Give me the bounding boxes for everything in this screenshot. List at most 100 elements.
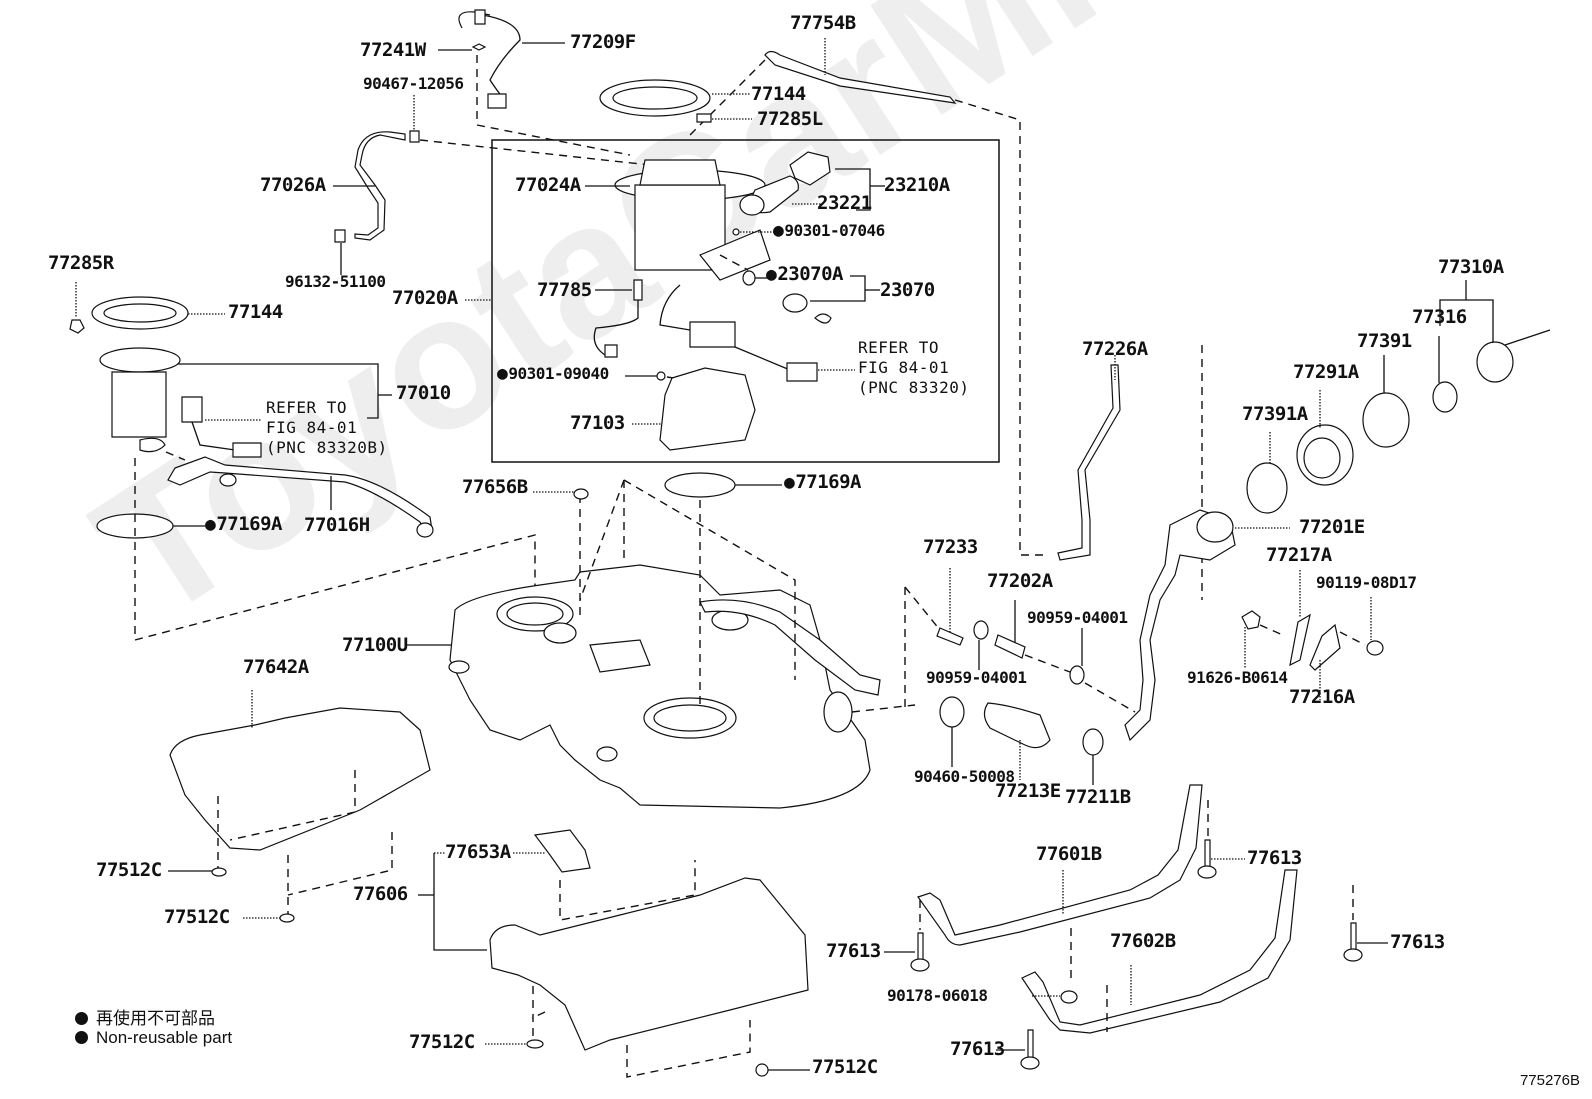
label-77226A[interactable]: 77226A xyxy=(1082,338,1148,360)
strap-77601B xyxy=(918,785,1202,945)
label-77613-2[interactable]: 77613 xyxy=(826,940,881,962)
label-77291A[interactable]: 77291A xyxy=(1293,361,1359,383)
label-77613-3[interactable]: 77613 xyxy=(1390,931,1445,953)
figure-id: 775276B xyxy=(1519,1072,1580,1089)
sender-pnc-83320 xyxy=(660,285,855,381)
label-23070[interactable]: 23070 xyxy=(880,279,935,301)
clip-77512C-3 xyxy=(485,1040,543,1048)
label-77211B[interactable]: 77211B xyxy=(1065,786,1131,808)
label-77169A-mid[interactable]: 77169A xyxy=(784,473,861,492)
label-77512C-4[interactable]: 77512C xyxy=(812,1056,878,1078)
cap-77310A xyxy=(1440,280,1550,382)
label-77100U[interactable]: 77100U xyxy=(342,634,408,656)
housing-77291A xyxy=(1297,390,1353,485)
gasket-77391 xyxy=(1363,355,1409,447)
label-90301-07046[interactable]: 90301-07046 xyxy=(773,222,885,240)
pump-assembly-frame xyxy=(492,140,999,462)
label-77613-4[interactable]: 77613 xyxy=(950,1038,1005,1060)
clamp-90467 xyxy=(410,131,419,142)
label-77754B[interactable]: 77754B xyxy=(790,12,856,34)
label-77020A[interactable]: 77020A xyxy=(392,287,458,309)
label-77016H[interactable]: 77016H xyxy=(304,514,370,536)
tray-77103 xyxy=(632,368,755,450)
label-77216A[interactable]: 77216A xyxy=(1289,686,1355,708)
label-77316[interactable]: 77316 xyxy=(1412,306,1467,328)
label-77144-top[interactable]: 77144 xyxy=(751,83,806,105)
clamp-90460 xyxy=(940,697,964,767)
label-90467-12056[interactable]: 90467-12056 xyxy=(363,74,464,93)
ring-77144-top xyxy=(600,80,750,116)
oring-77169A-mid xyxy=(665,473,782,497)
bolt-77613-3 xyxy=(1344,885,1388,961)
label-90959-04001-a[interactable]: 90959-04001 xyxy=(1027,608,1128,627)
label-90460-50008[interactable]: 90460-50008 xyxy=(914,767,1015,786)
harness-77209F xyxy=(459,10,565,108)
label-77785[interactable]: 77785 xyxy=(537,279,592,301)
label-77642A[interactable]: 77642A xyxy=(243,656,309,678)
gasket-77391A xyxy=(1247,432,1287,513)
label-77606[interactable]: 77606 xyxy=(353,883,408,905)
label-77391A[interactable]: 77391A xyxy=(1242,403,1308,425)
hose-77202A xyxy=(995,600,1025,658)
label-77233[interactable]: 77233 xyxy=(923,536,978,558)
label-77201E[interactable]: 77201E xyxy=(1299,516,1365,538)
harness-77785 xyxy=(594,280,642,357)
label-90119-08D17[interactable]: 90119-08D17 xyxy=(1316,573,1417,592)
label-90301-09040[interactable]: 90301-09040 xyxy=(497,365,609,383)
strap-77602B xyxy=(1022,870,1297,1033)
label-77144-left[interactable]: 77144 xyxy=(228,301,283,323)
clamp-90959-b xyxy=(1070,628,1084,684)
label-77391[interactable]: 77391 xyxy=(1357,330,1412,352)
bolt-91626 xyxy=(1242,611,1260,668)
label-77653A[interactable]: 77653A xyxy=(445,841,511,863)
gauge-77010 xyxy=(100,348,392,457)
clip-77512C-1 xyxy=(168,868,226,876)
label-77656B[interactable]: 77656B xyxy=(462,476,528,498)
label-77202A[interactable]: 77202A xyxy=(987,570,1053,592)
label-77010[interactable]: 77010 xyxy=(396,382,451,404)
hose-77213E xyxy=(984,703,1050,780)
label-77024A[interactable]: 77024A xyxy=(515,174,581,196)
pipe-77233 xyxy=(937,568,963,645)
regulator-23070 xyxy=(783,294,831,323)
pad-77653A xyxy=(434,830,590,872)
label-96132-51100[interactable]: 96132-51100 xyxy=(285,272,386,291)
legend-item-non-reusable: Non-reusable part xyxy=(75,1028,232,1048)
label-77512C-1[interactable]: 77512C xyxy=(96,859,162,881)
filled-circle-icon xyxy=(75,1012,88,1025)
label-77241W[interactable]: 77241W xyxy=(360,39,426,61)
bracket-23210A-piece xyxy=(790,152,885,210)
label-77026A[interactable]: 77026A xyxy=(260,174,326,196)
hose-77026A xyxy=(333,132,405,275)
label-23221[interactable]: 23221 xyxy=(817,192,872,214)
pump-77024A xyxy=(585,160,770,280)
label-77209F[interactable]: 77209F xyxy=(570,31,636,53)
label-90959-04001-b[interactable]: 90959-04001 xyxy=(926,668,1027,687)
note-refer-fig-pnc-83320: REFER TO FIG 84-01 (PNC 83320) xyxy=(858,338,970,397)
label-77217A[interactable]: 77217A xyxy=(1266,544,1332,566)
clip-77512C-2 xyxy=(243,914,294,922)
ring-77316 xyxy=(1433,336,1457,412)
label-91626-B0614[interactable]: 91626-B0614 xyxy=(1187,668,1288,687)
bolt-77613-4 xyxy=(996,1030,1039,1069)
label-77602B[interactable]: 77602B xyxy=(1110,930,1176,952)
label-77285R[interactable]: 77285R xyxy=(48,252,114,274)
tank-77100U xyxy=(405,565,880,808)
label-77285L[interactable]: 77285L xyxy=(757,108,823,130)
label-77613-1[interactable]: 77613 xyxy=(1247,847,1302,869)
label-77601B[interactable]: 77601B xyxy=(1036,843,1102,865)
label-77169A-left[interactable]: 77169A xyxy=(205,515,282,534)
label-77512C-3[interactable]: 77512C xyxy=(409,1031,475,1053)
label-23070A[interactable]: 23070A xyxy=(766,265,843,284)
clip-77285R xyxy=(70,282,84,333)
label-90178-06018[interactable]: 90178-06018 xyxy=(887,986,988,1005)
pump-23221 xyxy=(740,176,825,215)
label-77213E[interactable]: 77213E xyxy=(995,780,1061,802)
label-77310A[interactable]: 77310A xyxy=(1438,256,1504,278)
label-77512C-2[interactable]: 77512C xyxy=(164,906,230,928)
protector-77642A xyxy=(170,690,430,850)
label-77103[interactable]: 77103 xyxy=(570,412,625,434)
label-23210A[interactable]: 23210A xyxy=(884,174,950,196)
oring-90301-07046 xyxy=(733,229,775,235)
